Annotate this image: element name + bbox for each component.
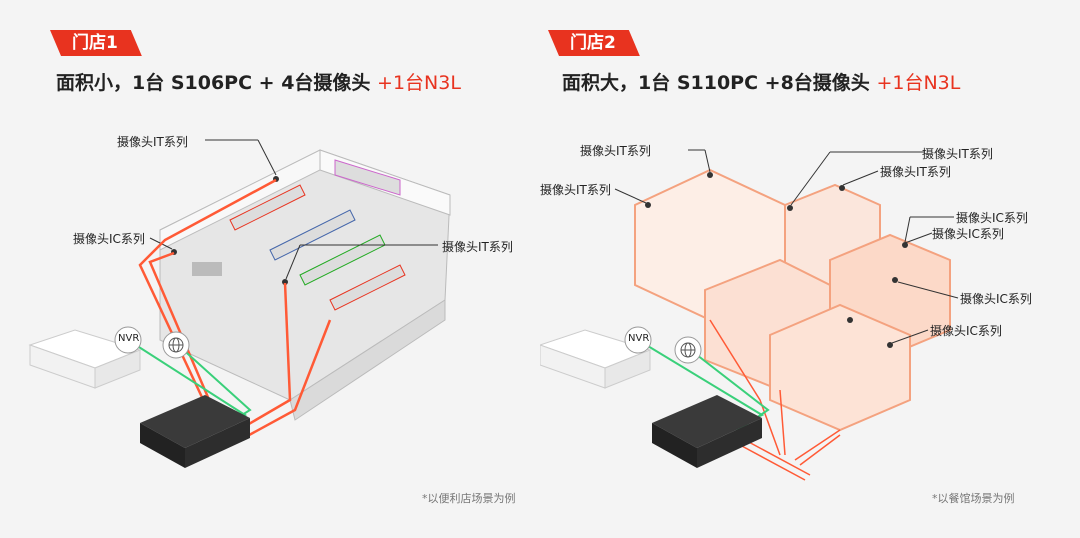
store1-tag: 门店1 [50,30,142,56]
store2-note: *以餐馆场景为例 [932,492,1015,505]
store2-camera-7 [847,317,853,323]
store2-headline: 面积大，1台 S110PC +8台摄像头 +1台N3L [562,68,960,95]
store1-counter [192,262,222,276]
store2-camera-6 [892,277,898,283]
store1-shelves [229,159,406,311]
store2-camera-1 [645,202,651,208]
store2-rooms [634,168,951,432]
store2-camera-5 [902,242,908,248]
store2-label-ic-1: 摄像头IC系列 [956,211,1028,225]
store1-front-edge [289,299,446,421]
store2-nvr-device [540,329,652,389]
store2-diagram [540,149,959,481]
store1-panel: 门店1 面积小，1台 S106PC + 4台摄像头 +1台N3L 摄像头IT系列… [28,30,516,505]
store2-label-it-3: 摄像头IT系列 [922,147,993,161]
store2-headline-red: +1台N3L [876,72,961,94]
store1-headline-text: 面积小，1台 S106PC + 4台摄像头 [56,72,371,94]
store2-panel: 门店2 面积大，1台 S110PC +8台摄像头 +1台N3L 摄像头IT系列 … [540,0,1080,538]
store2-nvr-badge [624,326,652,354]
store1-diagram [28,139,451,468]
store1-note: *以便利店场景为例 [422,492,516,505]
store1-camera-it-2 [282,279,288,285]
store2-tag: 门店2 [548,30,640,56]
store1-nvr-device [28,329,142,389]
store2-switch [652,395,762,468]
store1-label-it-right: 摄像头IT系列 [442,240,513,254]
store1-headline: 面积小，1台 S106PC + 4台摄像头 +1台N3L [56,68,461,95]
store2-nvr-label: NVR [628,333,650,344]
store1-label-ic: 摄像头IC系列 [73,232,145,246]
store2-label-it-1: 摄像头IT系列 [580,144,651,158]
store2-label-it-4: 摄像头IT系列 [880,165,951,179]
store2-camera-3 [787,205,793,211]
store2-label-it-2: 摄像头IT系列 [540,183,611,197]
store1-nvr-label: NVR [118,333,140,344]
store1-headline-red: +1台N3L [377,72,461,94]
store2-label-ic-3: 摄像头IC系列 [960,292,1032,306]
store2-label-ic-4: 摄像头IC系列 [930,324,1002,338]
store1-label-it-top: 摄像头IT系列 [117,135,188,149]
store1-nvr-badge [114,326,142,354]
store2-label-ic-2: 摄像头IC系列 [932,227,1004,241]
store1-switch [140,395,250,468]
store2-camera-8 [887,342,893,348]
store2-headline-text: 面积大，1台 S110PC +8台摄像头 [562,72,870,94]
store2-camera-4 [839,185,845,191]
store2-camera-2 [707,172,713,178]
